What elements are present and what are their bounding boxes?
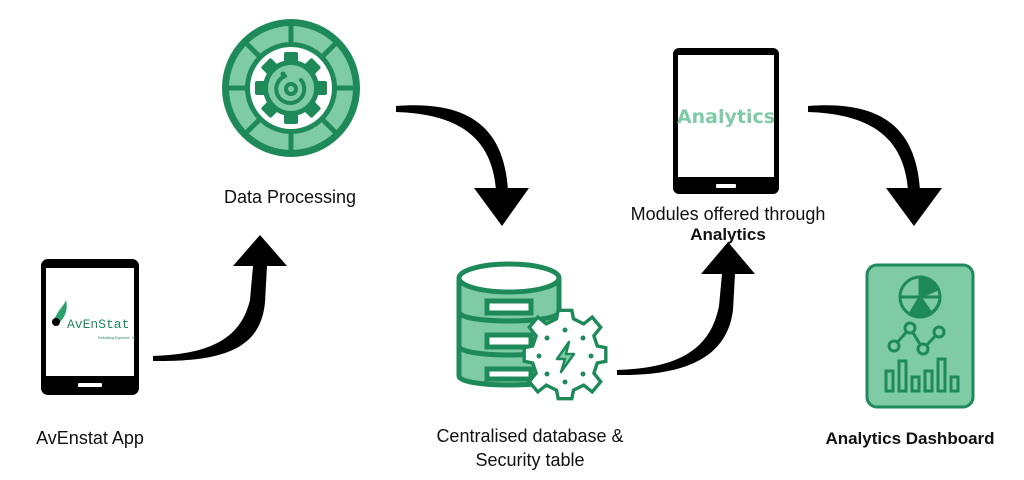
arrow-processing-to-database [396,105,529,226]
node-label-modules-line2: Analytics [690,225,766,244]
dashboard-icon [865,263,975,409]
node-label-data-processing: Data Processing [223,187,357,207]
node-label-modules-line1: Modules offered through [630,204,826,224]
analytics-screen-text: Analytics [677,106,775,128]
avenstat-tablet-icon: AvEnStat Refuelling Explored...!!! [41,259,139,395]
analytics-tablet-icon: Analytics [673,48,779,194]
node-label-avenstat-app: AvEnstat App [36,428,144,448]
node-label-analytics-dashboard: Analytics Dashboard [825,429,995,448]
node-label-database-line2: Security table [475,450,585,470]
arrow-app-to-processing [153,235,287,362]
avenstat-tagline: Refuelling Explored...!!! [98,336,135,340]
node-label-database-line1: Centralised database & [436,426,624,446]
arrow-database-to-modules [617,242,755,376]
gear-circle-icon [222,19,360,157]
database-gear-icon [456,261,608,401]
arrow-modules-to-dashboard [808,105,942,226]
avenstat-logo-text: AvEnStat [67,317,129,332]
